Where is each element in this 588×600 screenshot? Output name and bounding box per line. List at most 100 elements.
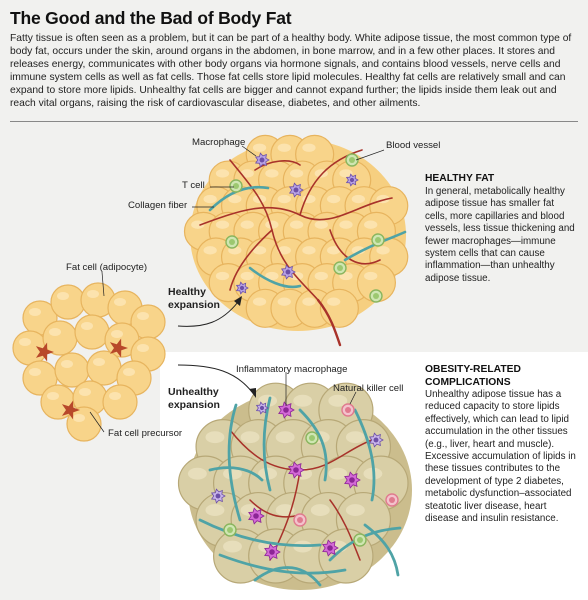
healthy-fat-cell-highlight — [327, 194, 341, 204]
unhealthy-fat-cell-highlight — [275, 431, 295, 444]
t-cell-core — [309, 435, 315, 441]
healthy-fat-cell-highlight — [203, 246, 217, 255]
intro-paragraph: Fatty tissue is often seen as a problem,… — [10, 33, 572, 110]
small-fat-cell-highlight — [81, 322, 93, 330]
macrophage-nucleus — [259, 405, 265, 411]
t-cell-core — [229, 239, 235, 245]
unhealthy-fat-cell-highlight — [223, 540, 242, 553]
unhealthy-fat-cell-highlight — [258, 394, 278, 407]
unhealthy-immune-cells — [210, 401, 399, 561]
healthy-fat-cell-highlight — [277, 246, 291, 255]
small-fat-cell-highlight — [87, 290, 99, 298]
label-t-cell: T cell — [182, 180, 205, 191]
small-fat-cell-highlight — [29, 368, 41, 376]
label-macrophage: Macrophage — [192, 137, 246, 148]
healthy-fat-cell-highlight — [302, 143, 316, 152]
fat-cell-precursor — [61, 400, 80, 420]
healthy-fat-cell-highlight — [252, 143, 267, 152]
expansion-arrows — [177, 301, 253, 393]
natural-killer-cell-core — [297, 517, 303, 523]
healthy-fat-cell-highlight — [215, 169, 230, 178]
natural-killer-cell-core — [345, 407, 351, 413]
t-cell-core — [357, 537, 363, 543]
small-fat-cluster — [12, 282, 166, 442]
unhealthy-arrow-head — [249, 388, 256, 398]
fat-cell-precursor — [35, 342, 54, 362]
inflammatory-macrophage-nucleus — [253, 513, 259, 519]
leader-macrophage — [241, 145, 257, 157]
healthy-fat-cell-highlight — [339, 220, 353, 229]
small-fat-cell-highlight — [93, 358, 105, 366]
healthy-immune-cells — [225, 152, 385, 303]
macrophage-nucleus — [349, 177, 355, 183]
inflammatory-macrophage-nucleus — [327, 545, 333, 551]
small-fat-cell-highlight — [73, 414, 85, 422]
small-fat-cell-highlight — [109, 392, 121, 400]
macrophage-nucleus — [285, 269, 291, 275]
small-fat-cell — [50, 284, 86, 320]
unhealthy-expansion-line2: expansion — [168, 399, 220, 411]
healthy-fat-cell-highlight — [339, 169, 353, 178]
t-cell-core — [373, 293, 379, 299]
unhealthy-fat-cell-highlight — [345, 504, 365, 517]
small-fat-cell-highlight — [114, 298, 126, 306]
fat-cell-precursors — [35, 338, 128, 420]
label-healthy-expansion: Healthy expansion — [168, 286, 220, 312]
small-fat-cell-highlight — [49, 328, 61, 336]
unhealthy-expansion-arrow — [177, 364, 253, 393]
healthy-expansion-arrow — [177, 301, 239, 327]
t-cell-core — [233, 183, 239, 189]
unhealthy-fat-cell-highlight — [293, 394, 313, 407]
small-fat-cell-highlight — [57, 292, 69, 300]
healthy-fat-cell-highlight — [364, 271, 378, 281]
small-fat-cell-highlight — [123, 368, 135, 376]
label-inflammatory-macrophage: Inflammatory macrophage — [236, 364, 348, 375]
healthy-fat-text: In general, metabolically healthy adipos… — [425, 186, 575, 284]
healthy-fat-cells — [183, 134, 409, 328]
healthy-fat-cell-highlight — [289, 220, 304, 229]
t-cell-core — [337, 265, 343, 271]
healthy-fat-cell-highlight — [215, 271, 230, 281]
healthy-fat-cell-highlight — [314, 271, 328, 281]
healthy-arrow-head — [234, 296, 242, 306]
leader-nk-cell — [349, 391, 357, 405]
healthy-fat-cell-highlight — [277, 297, 291, 306]
small-fat-cell-highlight — [79, 388, 91, 396]
obesity-text: Unhealthy adipose tissue has a reduced c… — [425, 389, 576, 525]
healthy-fat-cell-highlight — [376, 246, 390, 255]
obesity-heading-line1: OBESITY-RELATED — [425, 364, 521, 375]
divider — [10, 121, 578, 122]
healthy-fat-cell-highlight — [215, 220, 230, 229]
inflammatory-macrophage-nucleus — [283, 407, 289, 413]
label-natural-killer-cell: Natural killer cell — [333, 383, 404, 394]
page-title: The Good and the Bad of Body Fat — [10, 8, 292, 28]
small-fat-cell-highlight — [29, 308, 41, 316]
unhealthy-fat-cell-highlight — [328, 394, 348, 407]
healthy-fat-cell-highlight — [252, 246, 267, 255]
obesity-heading: OBESITY-RELATED COMPLICATIONS — [425, 364, 521, 389]
unhealthy-fat-cell-highlight — [345, 431, 365, 444]
leader-lines — [89, 145, 385, 433]
macrophage-nucleus — [215, 493, 221, 499]
healthy-blood-vessels — [199, 149, 393, 347]
unhealthy-fat-cell-highlight — [187, 467, 207, 480]
leader-blood-vessel — [355, 149, 385, 161]
label-blood-vessel: Blood vessel — [386, 140, 441, 151]
healthy-fat-cell-highlight — [302, 297, 316, 306]
healthy-tissue-cluster — [183, 134, 409, 347]
t-cell-core — [375, 237, 381, 243]
macrophage-nucleus — [239, 285, 245, 291]
leader-fat-cell — [101, 271, 105, 297]
macrophage-nucleus — [373, 437, 379, 443]
inflammatory-macrophage-nucleus — [349, 477, 355, 483]
small-fat-cell — [74, 314, 110, 350]
label-fat-cell-precursor: Fat cell precursor — [108, 428, 183, 439]
t-cell-core — [227, 527, 233, 533]
healthy-expansion-line2: expansion — [168, 299, 220, 311]
healthy-fat-cell-highlight — [191, 220, 205, 229]
label-unhealthy-expansion: Unhealthy expansion — [168, 386, 220, 412]
t-cell-core — [349, 157, 355, 163]
healthy-fat-cell-highlight — [265, 271, 279, 281]
